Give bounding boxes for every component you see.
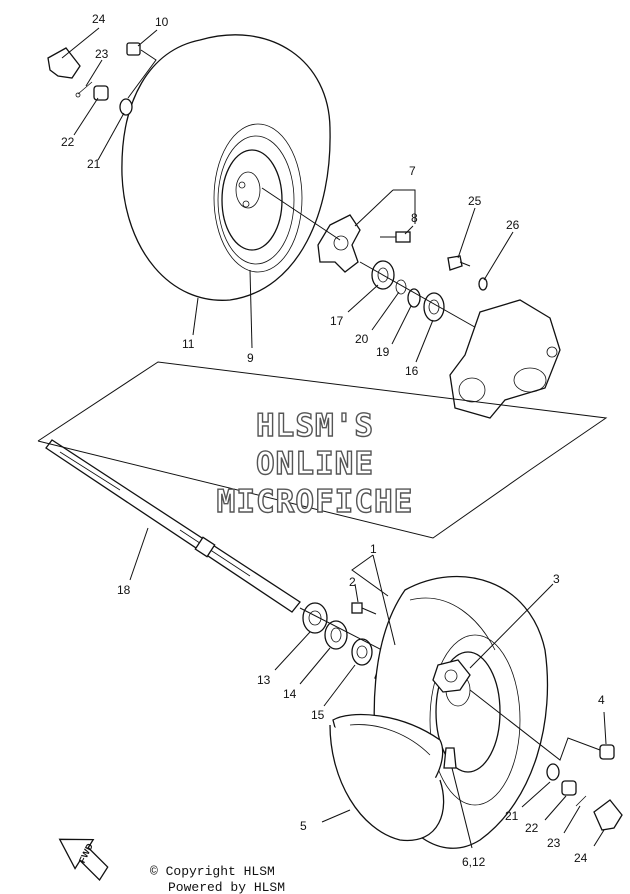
callout-20: 20: [355, 332, 369, 346]
upper-tire: [121, 34, 331, 301]
upper-bearing-16: [423, 292, 445, 322]
callout-4: 4: [598, 693, 605, 707]
callout-1: 1: [370, 542, 377, 556]
callout-9: 9: [247, 351, 254, 365]
callout-11: 11: [182, 337, 195, 351]
callout-18: 18: [117, 583, 131, 597]
callout-15: 15: [311, 708, 325, 722]
callout-24-upper: 24: [92, 12, 106, 26]
upper-pin-23: [75, 81, 93, 98]
callouts: 24 10 23 22 21 7 8 25 26 17 20 19 16 11 …: [61, 12, 605, 869]
upper-nut-22: [93, 85, 109, 101]
washer-26: [478, 277, 488, 291]
lower-hub-bolt-2: [351, 602, 377, 615]
lower-bearing-14: [324, 620, 348, 650]
watermark-line-2: ONLINE: [256, 446, 374, 482]
callout-17: 17: [330, 314, 344, 328]
upper-cap-24: [47, 47, 81, 79]
callout-13: 13: [257, 673, 271, 687]
valve-6-12: [443, 747, 457, 769]
upper-hub: [317, 214, 361, 273]
upper-circlip-20: [395, 279, 407, 295]
upper-seal-19: [407, 288, 421, 308]
callout-21-upper: 21: [87, 157, 101, 171]
leader-lines: [61, 27, 607, 849]
callout-22-upper: 22: [61, 135, 75, 149]
callout-16: 16: [405, 364, 419, 378]
callout-7: 7: [409, 164, 416, 178]
callout-6-12: 6,12: [462, 855, 486, 869]
screw-25: [447, 255, 471, 271]
copyright-line-2: Powered by HLSM: [168, 880, 285, 894]
lower-bearing-15: [351, 638, 373, 666]
lower-cap-24: [593, 799, 623, 831]
lower-pin-23: [575, 795, 587, 807]
callout-22-lower: 22: [525, 821, 539, 835]
callout-19: 19: [376, 345, 390, 359]
callout-8: 8: [411, 211, 418, 225]
watermark: HLSM'S ONLINE MICROFICHE: [216, 407, 414, 520]
callout-21-lower: 21: [505, 809, 519, 823]
callout-26: 26: [506, 218, 520, 232]
lower-washer-21: [546, 763, 560, 781]
callout-10: 10: [155, 15, 169, 29]
lower-tire-inner: [329, 724, 445, 842]
copyright-line-1: © Copyright HLSM: [150, 864, 275, 879]
hub-housing: [449, 299, 561, 419]
callout-2: 2: [349, 575, 356, 589]
axle-shaft: [45, 439, 301, 613]
callout-14: 14: [283, 687, 297, 701]
lower-seal-13: [302, 602, 328, 634]
fwd-arrow-icon: FWD: [58, 838, 109, 881]
callout-5: 5: [300, 819, 307, 833]
callout-24-lower: 24: [574, 851, 588, 865]
upper-nut-10: [126, 42, 141, 56]
watermark-line-1: HLSM'S: [256, 408, 374, 444]
watermark-line-3: MICROFICHE: [217, 484, 414, 520]
callout-25: 25: [468, 194, 482, 208]
lower-hub-3: [432, 659, 471, 693]
upper-hub-bolt: [380, 231, 411, 243]
callout-3: 3: [553, 572, 560, 586]
callout-23-upper: 23: [95, 47, 109, 61]
lower-nut-22: [561, 780, 577, 796]
frame-lines: [37, 361, 608, 539]
callout-23-lower: 23: [547, 836, 561, 850]
upper-washer-21: [119, 98, 133, 116]
lower-nut-4: [599, 744, 615, 760]
